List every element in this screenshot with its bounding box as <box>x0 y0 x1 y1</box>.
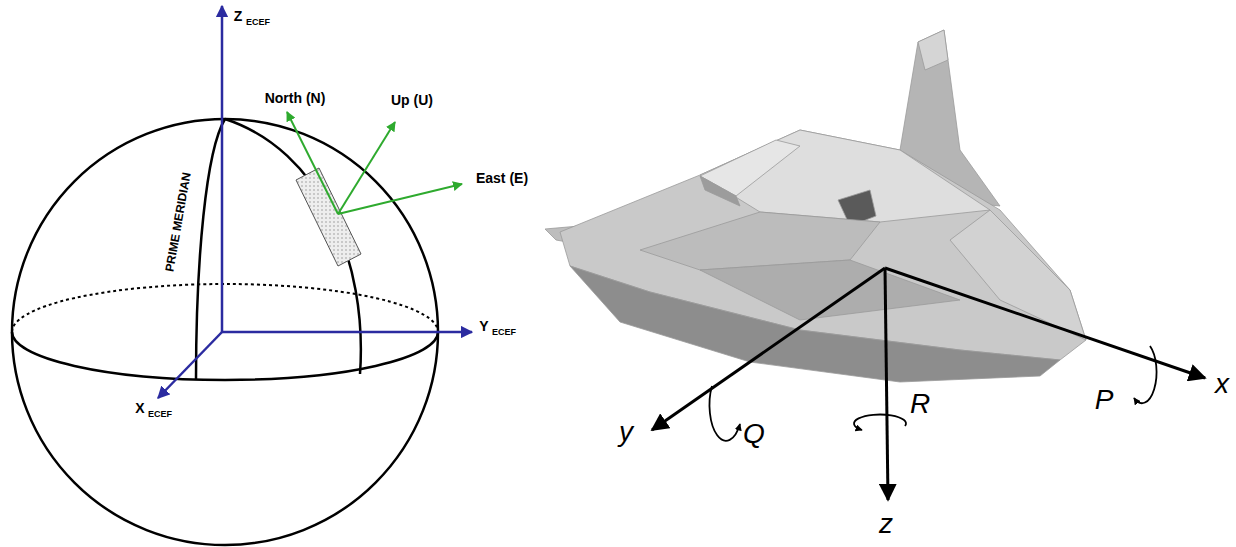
rotation-name: R <box>910 390 930 418</box>
rotation-name: Q <box>743 420 765 448</box>
local-meridian <box>225 119 361 374</box>
rotation-arrows <box>709 346 1156 441</box>
spacecraft <box>545 30 1086 382</box>
axis-name: y <box>619 418 633 446</box>
axis-name: X <box>135 401 144 415</box>
axis-name: Z <box>234 9 243 23</box>
axis-name: North (N) <box>265 91 326 105</box>
axis-name: Y <box>479 319 488 333</box>
axis-subscript: ECEF <box>148 410 172 419</box>
axis-subscript: ECEF <box>246 18 270 27</box>
axis-subscript: ECEF <box>492 328 516 337</box>
tangent-plane <box>296 168 361 266</box>
prime-meridian <box>196 119 225 379</box>
axis-name: z <box>879 510 893 538</box>
body-axes <box>652 268 1205 500</box>
meridian-label: PRIME MERIDIAN <box>163 171 192 272</box>
ecef-axes <box>158 6 472 398</box>
axis-name: x <box>1215 370 1229 398</box>
rotation-name: P <box>1095 386 1114 414</box>
enu-axes <box>287 112 462 214</box>
axis-name: East (E) <box>476 171 528 185</box>
axis-name: Up (U) <box>391 93 433 107</box>
